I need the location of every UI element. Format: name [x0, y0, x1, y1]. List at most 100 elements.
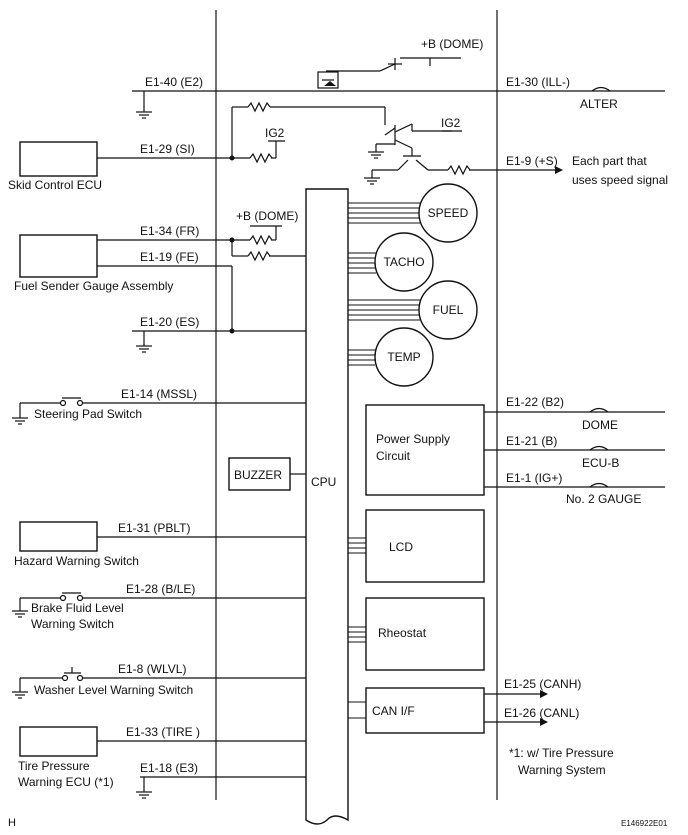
e1-19-terminal: E1-19 (FE) — [140, 250, 199, 264]
output-transistor — [355, 58, 402, 72]
speed-signal-dest-2: uses speed signal — [572, 173, 668, 187]
ground-symbol-brake — [12, 598, 28, 618]
ground-symbol-steering — [12, 403, 28, 425]
fuel-bus — [348, 299, 422, 321]
e1-34-terminal: E1-34 (FR) — [140, 224, 199, 238]
rheostat-bus — [348, 626, 366, 643]
tacho-bus — [348, 252, 378, 274]
lcd-bus — [348, 537, 366, 554]
skid-control-ecu-label: Skid Control ECU — [8, 178, 102, 192]
temp-gauge — [374, 327, 434, 387]
hazard-switch-label: Hazard Warning Switch — [14, 554, 139, 568]
gauge-fuse-label: No. 2 GAUGE — [566, 492, 641, 506]
si-resistor — [249, 152, 273, 164]
cpu-label: CPU — [311, 475, 336, 489]
e1-9-terminal: E1-9 (+S) — [506, 154, 558, 168]
fuel-gauge — [418, 280, 478, 340]
fuel-sender-label: Fuel Sender Gauge Assembly — [14, 279, 173, 293]
fuel-sender-box — [19, 234, 98, 278]
can-if-label: CAN I/F — [372, 704, 415, 718]
e1-40-terminal: E1-40 (E2) — [145, 75, 203, 89]
speed-signal-dest-1: Each part that — [572, 154, 647, 168]
dome-supply-label-top: +B (DOME) — [421, 37, 483, 51]
speed-label: SPEED — [428, 206, 469, 220]
e1-28-terminal: E1-28 (B/LE) — [126, 582, 195, 596]
e1-18-terminal: E1-18 (E3) — [140, 761, 198, 775]
ground-symbol-washer — [12, 678, 28, 699]
fet-switch — [317, 70, 355, 89]
plus-s-resistor — [447, 164, 471, 176]
fr-resistor — [249, 234, 273, 246]
ground-symbol-upper-transistor — [368, 151, 384, 159]
alter-fuse — [591, 86, 611, 92]
plus-s-arrow — [555, 166, 563, 174]
rheostat-label: Rheostat — [378, 626, 427, 640]
ground-symbol-e1-20 — [136, 331, 152, 353]
e1-25-terminal: E1-25 (CANH) — [504, 677, 581, 691]
tacho-gauge — [374, 232, 434, 292]
e1-33-terminal: E1-33 (TIRE ) — [126, 725, 200, 739]
footnote-line-2: Warning System — [518, 763, 606, 777]
dome-fuse — [589, 407, 609, 413]
power-supply-label-1: Power Supply — [376, 432, 450, 446]
skid-control-ecu-box — [19, 141, 98, 177]
tire-pressure-ecu-label-2: Warning ECU (*1) — [18, 775, 114, 789]
e1-29-terminal: E1-29 (SI) — [140, 142, 195, 156]
e1-31-terminal: E1-31 (PBLT) — [118, 521, 190, 535]
ig2-label-left: IG2 — [265, 126, 285, 140]
e1-30-terminal: E1-30 (ILL-) — [506, 75, 570, 89]
canh-arrow — [540, 690, 548, 698]
figure-id: E146922E01 — [621, 819, 668, 828]
rheostat-block — [365, 597, 485, 671]
canl-arrow — [540, 718, 548, 726]
ground-symbol-e1-18 — [136, 777, 152, 799]
alter-fuse-label: ALTER — [580, 97, 618, 111]
speed-gauge — [418, 183, 478, 243]
washer-switch-label: Washer Level Warning Switch — [34, 683, 193, 697]
e1-22-terminal: E1-22 (B2) — [506, 395, 564, 409]
hazard-switch-box — [19, 521, 98, 552]
gauge-fuse — [589, 482, 609, 488]
fr-lower-resistor — [247, 250, 271, 262]
e1-1-terminal: E1-1 (IG+) — [506, 471, 562, 485]
ecu-b-fuse — [589, 445, 609, 451]
washer-switch-contact — [61, 667, 84, 682]
temp-label: TEMP — [387, 350, 420, 364]
e1-20-terminal: E1-20 (ES) — [140, 315, 199, 329]
speed-transistor-upper — [384, 123, 413, 149]
fuel-label: FUEL — [433, 303, 464, 317]
brake-switch-contact — [59, 592, 84, 602]
steering-pad-switch-label: Steering Pad Switch — [34, 407, 142, 421]
e1-21-terminal: E1-21 (B) — [506, 434, 557, 448]
cpu-block — [305, 188, 349, 825]
steering-switch-contact — [59, 397, 84, 407]
si-pullup-resistor — [247, 101, 271, 113]
can-if-block — [365, 687, 485, 734]
power-supply-label-2: Circuit — [376, 449, 411, 463]
temp-bus — [348, 349, 378, 366]
dome-supply-label-fuel: +B (DOME) — [236, 209, 298, 223]
buzzer-label: BUZZER — [234, 468, 282, 482]
ground-symbol-lower-transistor — [364, 177, 380, 185]
lcd-block — [365, 509, 485, 583]
tire-pressure-ecu-box — [19, 726, 98, 757]
corner-label: H — [8, 817, 16, 829]
e1-8-terminal: E1-8 (WLVL) — [118, 662, 186, 676]
ground-symbol-e1-40 — [136, 91, 152, 119]
dome-fuse-label: DOME — [582, 418, 618, 432]
ig2-label-right: IG2 — [441, 116, 461, 130]
speed-bus — [348, 202, 422, 224]
power-supply-block — [365, 404, 485, 496]
tire-pressure-ecu-label-1: Tire Pressure — [18, 759, 90, 773]
speed-transistor-lower — [397, 148, 429, 171]
tacho-label: TACHO — [383, 255, 424, 269]
e1-20-junction — [229, 328, 235, 334]
e1-26-terminal: E1-26 (CANL) — [504, 706, 579, 720]
ecu-b-fuse-label: ECU-B — [582, 456, 619, 470]
brake-switch-label-1: Brake Fluid Level — [31, 601, 124, 615]
footnote-line-1: *1: w/ Tire Pressure — [509, 746, 614, 760]
lcd-label: LCD — [389, 540, 413, 554]
brake-switch-label-2: Warning Switch — [31, 617, 114, 631]
e1-14-terminal: E1-14 (MSSL) — [121, 387, 197, 401]
